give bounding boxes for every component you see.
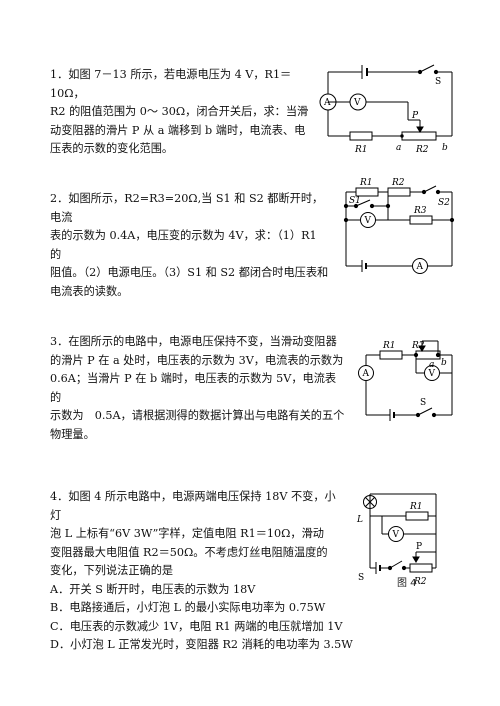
q3-label-switch: S [420, 398, 426, 408]
q4-r2-rheostat [409, 563, 433, 573]
q1-line-3: 动变阻器的滑片 P 从 a 端移到 b 端时，电流表、电 [50, 123, 306, 137]
q2-s2-blade [423, 185, 437, 193]
q4-line-2: 灯 [50, 508, 62, 522]
q2-voltmeter-symbol [360, 212, 376, 228]
q3-line-1: 3．在图所示的电路中，电源电压保持不变，当滑动变阻器 [50, 335, 337, 348]
q4-label-voltmeter: V [392, 530, 400, 540]
q2-line-3: 阻值。（2）电源电压。（3）S1 和 S2 都闭合时电压表和 [50, 266, 329, 279]
q4-option-d: D．小灯泡 L 正常发光时，变阻器 R2 消耗的电功率为 3.5W [50, 638, 353, 651]
q2-label-s1: S1 [349, 196, 361, 206]
q4-option-b: B．电路接通后，小灯泡 L 的最小实际电功率为 0.75W [50, 601, 326, 614]
q1-slider-arrow [416, 126, 424, 133]
q1-label-r1: R1 [354, 145, 368, 155]
q3-ammeter-symbol [358, 365, 374, 381]
q3-voltmeter-symbol [424, 365, 440, 381]
q4-option-a: A．开关 S 断开时，电压表的示数为 18V [50, 582, 256, 596]
q3-label-end-a: a [429, 360, 434, 370]
q2-r2-resistor [387, 187, 411, 197]
q4-option-c: C．电压表的示数减少 1V，电阻 R1 两端的电压就增加 1V [50, 619, 343, 633]
q4-label-r2: R2 [413, 577, 427, 587]
q2-circuit-diagram: R1 R2 S1 S2 R3 V A [343, 178, 455, 274]
q3-switch-blade [417, 407, 433, 416]
q4-label-lamp: L [356, 515, 363, 525]
q4-line-5: 变化，下列说法正确的是 [50, 564, 174, 577]
q2-label-ammeter: A [416, 262, 424, 272]
q2-label-s2: S2 [438, 198, 450, 208]
q3-label-r2: R2 [411, 341, 425, 351]
q4-figure-caption: 图 4 [397, 578, 417, 589]
q2-label-voltmeter: V [364, 216, 372, 226]
q1-line-2: R2 的阻值范围为 0～ 30Ω，闭合开关后，求：当滑 [50, 105, 309, 118]
question-4: 4．如图 4 所示电路中，电源两端电压保持 18V 不变，小 灯 泡 L 上标有… [50, 488, 353, 655]
q2-r3-resistor [409, 215, 433, 225]
q3-r1-resistor [379, 350, 403, 360]
q3-circuit-diagram: R1 R2 a b A V S [358, 340, 453, 421]
q4-line-3: 泡 L 上标有“6V 3W”字样，定值电阻 R1＝10Ω，滑动 [50, 527, 324, 540]
q3-label-voltmeter: V [428, 369, 436, 379]
q2-label-r2: R2 [391, 178, 405, 188]
q3-label-end-b: b [441, 358, 447, 368]
q4-label-r1: R1 [409, 502, 423, 512]
q2-ammeter-symbol [412, 258, 428, 274]
q2-line-4: 电流表的读数。 [50, 284, 129, 298]
question-2: 2．如图所示，R2=R3=20Ω,当 S1 和 S2 都断开时，电流 表的示数为… [50, 190, 330, 301]
q4-lamp-symbol [363, 495, 377, 509]
question-1: 1．如图 7－13 所示，若电源电压为 4 V，R1＝10Ω， R2 的阻值范围… [50, 66, 320, 159]
q1-label-slider: P [411, 111, 419, 121]
q3-line-3: 0.6A；当滑片 P 在 b 端时，电压表的示数为 5V，电流表的 [50, 372, 337, 404]
q4-switch-blade [389, 560, 403, 569]
q4-circuit-diagram: L R1 V S P R2 [356, 493, 437, 587]
q3-slider-arrow [418, 345, 426, 352]
q1-r1-resistor [349, 131, 373, 141]
q2-label-r3: R3 [413, 206, 427, 216]
q1-label-end-a: a [396, 143, 401, 153]
q4-label-switch: S [358, 573, 364, 583]
q3-line-2: 的滑片 P 在 a 处时，电压表的示数为 3V，电流表的示数为 [50, 353, 344, 367]
q2-s1-blade [355, 199, 371, 207]
q2-label-r1: R1 [359, 178, 373, 188]
q1-line-1: 1．如图 7－13 所示，若电源电压为 4 V，R1＝10Ω， [50, 68, 292, 100]
q1-circuit-diagram: S A V P R1 a R2 b [319, 64, 453, 155]
q1-label-r2: R2 [415, 145, 429, 155]
q1-switch-blade [419, 64, 435, 73]
q3-label-r1: R1 [382, 341, 396, 351]
q2-line-2: 表的示数为 0.4A，电压变的示数为 4V，求：（1）R1 的 [50, 229, 317, 261]
q1-r2-rheostat [401, 131, 437, 141]
question-3: 3．在图所示的电路中，电源电压保持不变，当滑动变阻器 的滑片 P 在 a 处时，… [50, 333, 346, 444]
q4-voltmeter-symbol [388, 526, 404, 542]
q1-label-voltmeter: V [353, 98, 361, 108]
q3-label-ammeter: A [362, 369, 370, 379]
q2-line-1: 2．如图所示，R2=R3=20Ω,当 S1 和 S2 都断开时，电流 [50, 192, 324, 224]
q1-label-switch: S [435, 77, 441, 87]
q4-slider-arrow [412, 556, 420, 563]
q3-line-5: 物理量。 [50, 427, 95, 441]
q4-r1-resistor [405, 511, 429, 521]
q1-line-4: 压表的示数的变化范围。 [50, 142, 174, 155]
q2-r1-resistor [355, 187, 379, 197]
q3-line-4: 示数为 0.5A，请根据测得的数据计算出与电路有关的五个 [50, 409, 345, 422]
q4-line-1: 4．如图 4 所示电路中，电源两端电压保持 18V 不变，小 [50, 490, 336, 503]
q4-label-slider: P [416, 542, 422, 552]
q1-label-ammeter: A [323, 98, 331, 108]
q1-label-end-b: b [442, 143, 448, 153]
q4-line-4: 变阻器最大电阻值 R2＝50Ω。不考虑灯丝电阻随温度的 [50, 545, 328, 559]
